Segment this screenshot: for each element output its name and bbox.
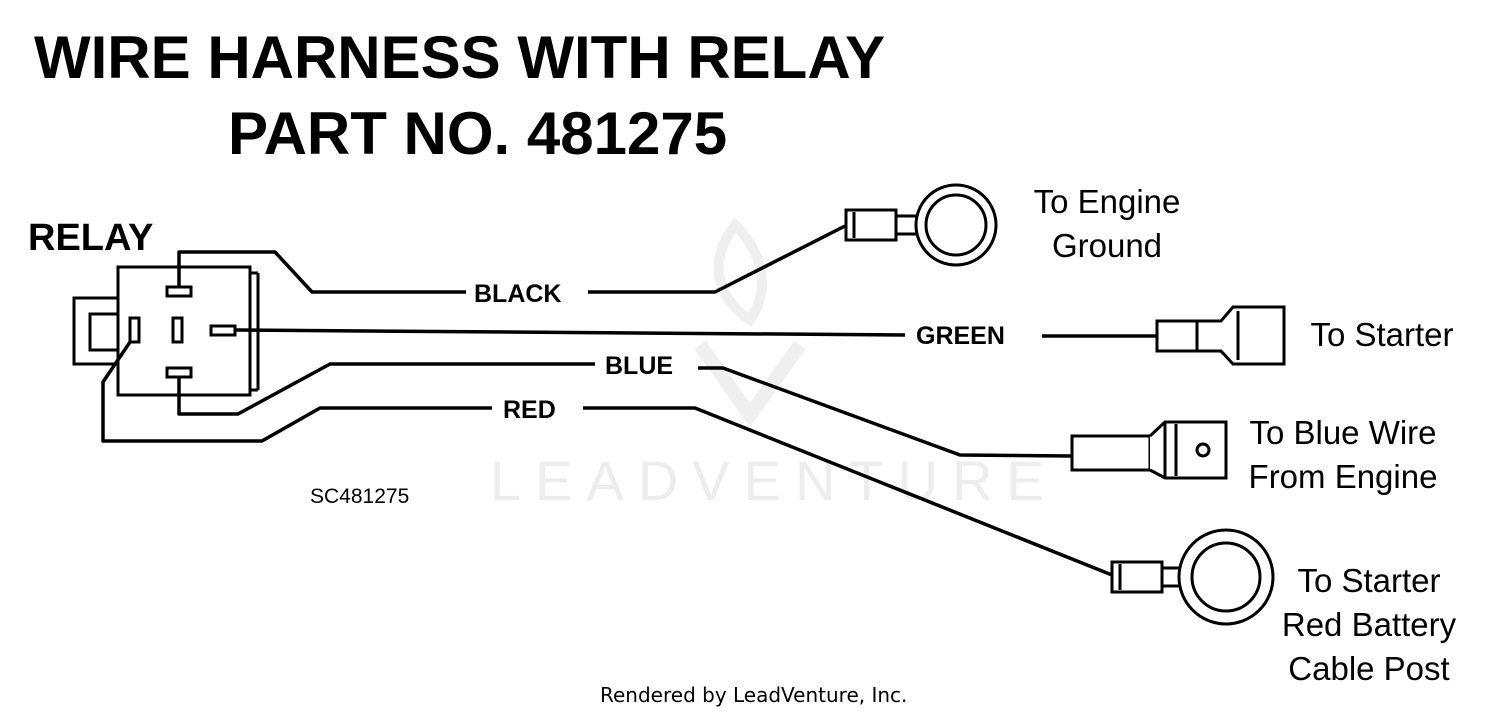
- engine-ground-label: To Engine Ground: [1033, 183, 1181, 264]
- blue-wire-label: BLUE: [597, 351, 682, 381]
- blue-wire-bullet-connector: [1070, 420, 1228, 480]
- red-wire-label: RED: [495, 395, 564, 425]
- starter-spade-terminal: [1155, 305, 1286, 366]
- watermark-text: LEADVENTURE: [490, 449, 1058, 512]
- relay-terminal-left: [128, 316, 141, 344]
- blue-wire-from-engine-label: To Blue Wire From Engine: [1248, 414, 1438, 495]
- starter-label: To Starter: [1310, 316, 1454, 353]
- black-wire: [177, 224, 846, 294]
- battery-ring-terminal: [1110, 528, 1275, 626]
- page-title-line-1: WIRE HARNESS WITH RELAY: [34, 24, 886, 91]
- engine-ground-terminal: [844, 183, 998, 267]
- relay-label: RELAY: [28, 217, 154, 259]
- drawing-code: SC481275: [310, 485, 410, 508]
- red-wire: [101, 341, 1113, 577]
- relay-mount-tab: [72, 296, 118, 366]
- green-wire: [234, 328, 1157, 338]
- blue-wire: [177, 362, 1073, 458]
- green-wire-label: GREEN: [908, 321, 1013, 351]
- battery-cable-post-label: To Starter Red Battery Cable Post: [1281, 562, 1457, 687]
- black-wire-label: BLACK: [466, 279, 570, 309]
- page-title-line-2: PART NO. 481275: [228, 100, 728, 167]
- credit-line: Rendered by LeadVenture, Inc.: [600, 683, 908, 707]
- relay-terminal-center: [171, 316, 184, 344]
